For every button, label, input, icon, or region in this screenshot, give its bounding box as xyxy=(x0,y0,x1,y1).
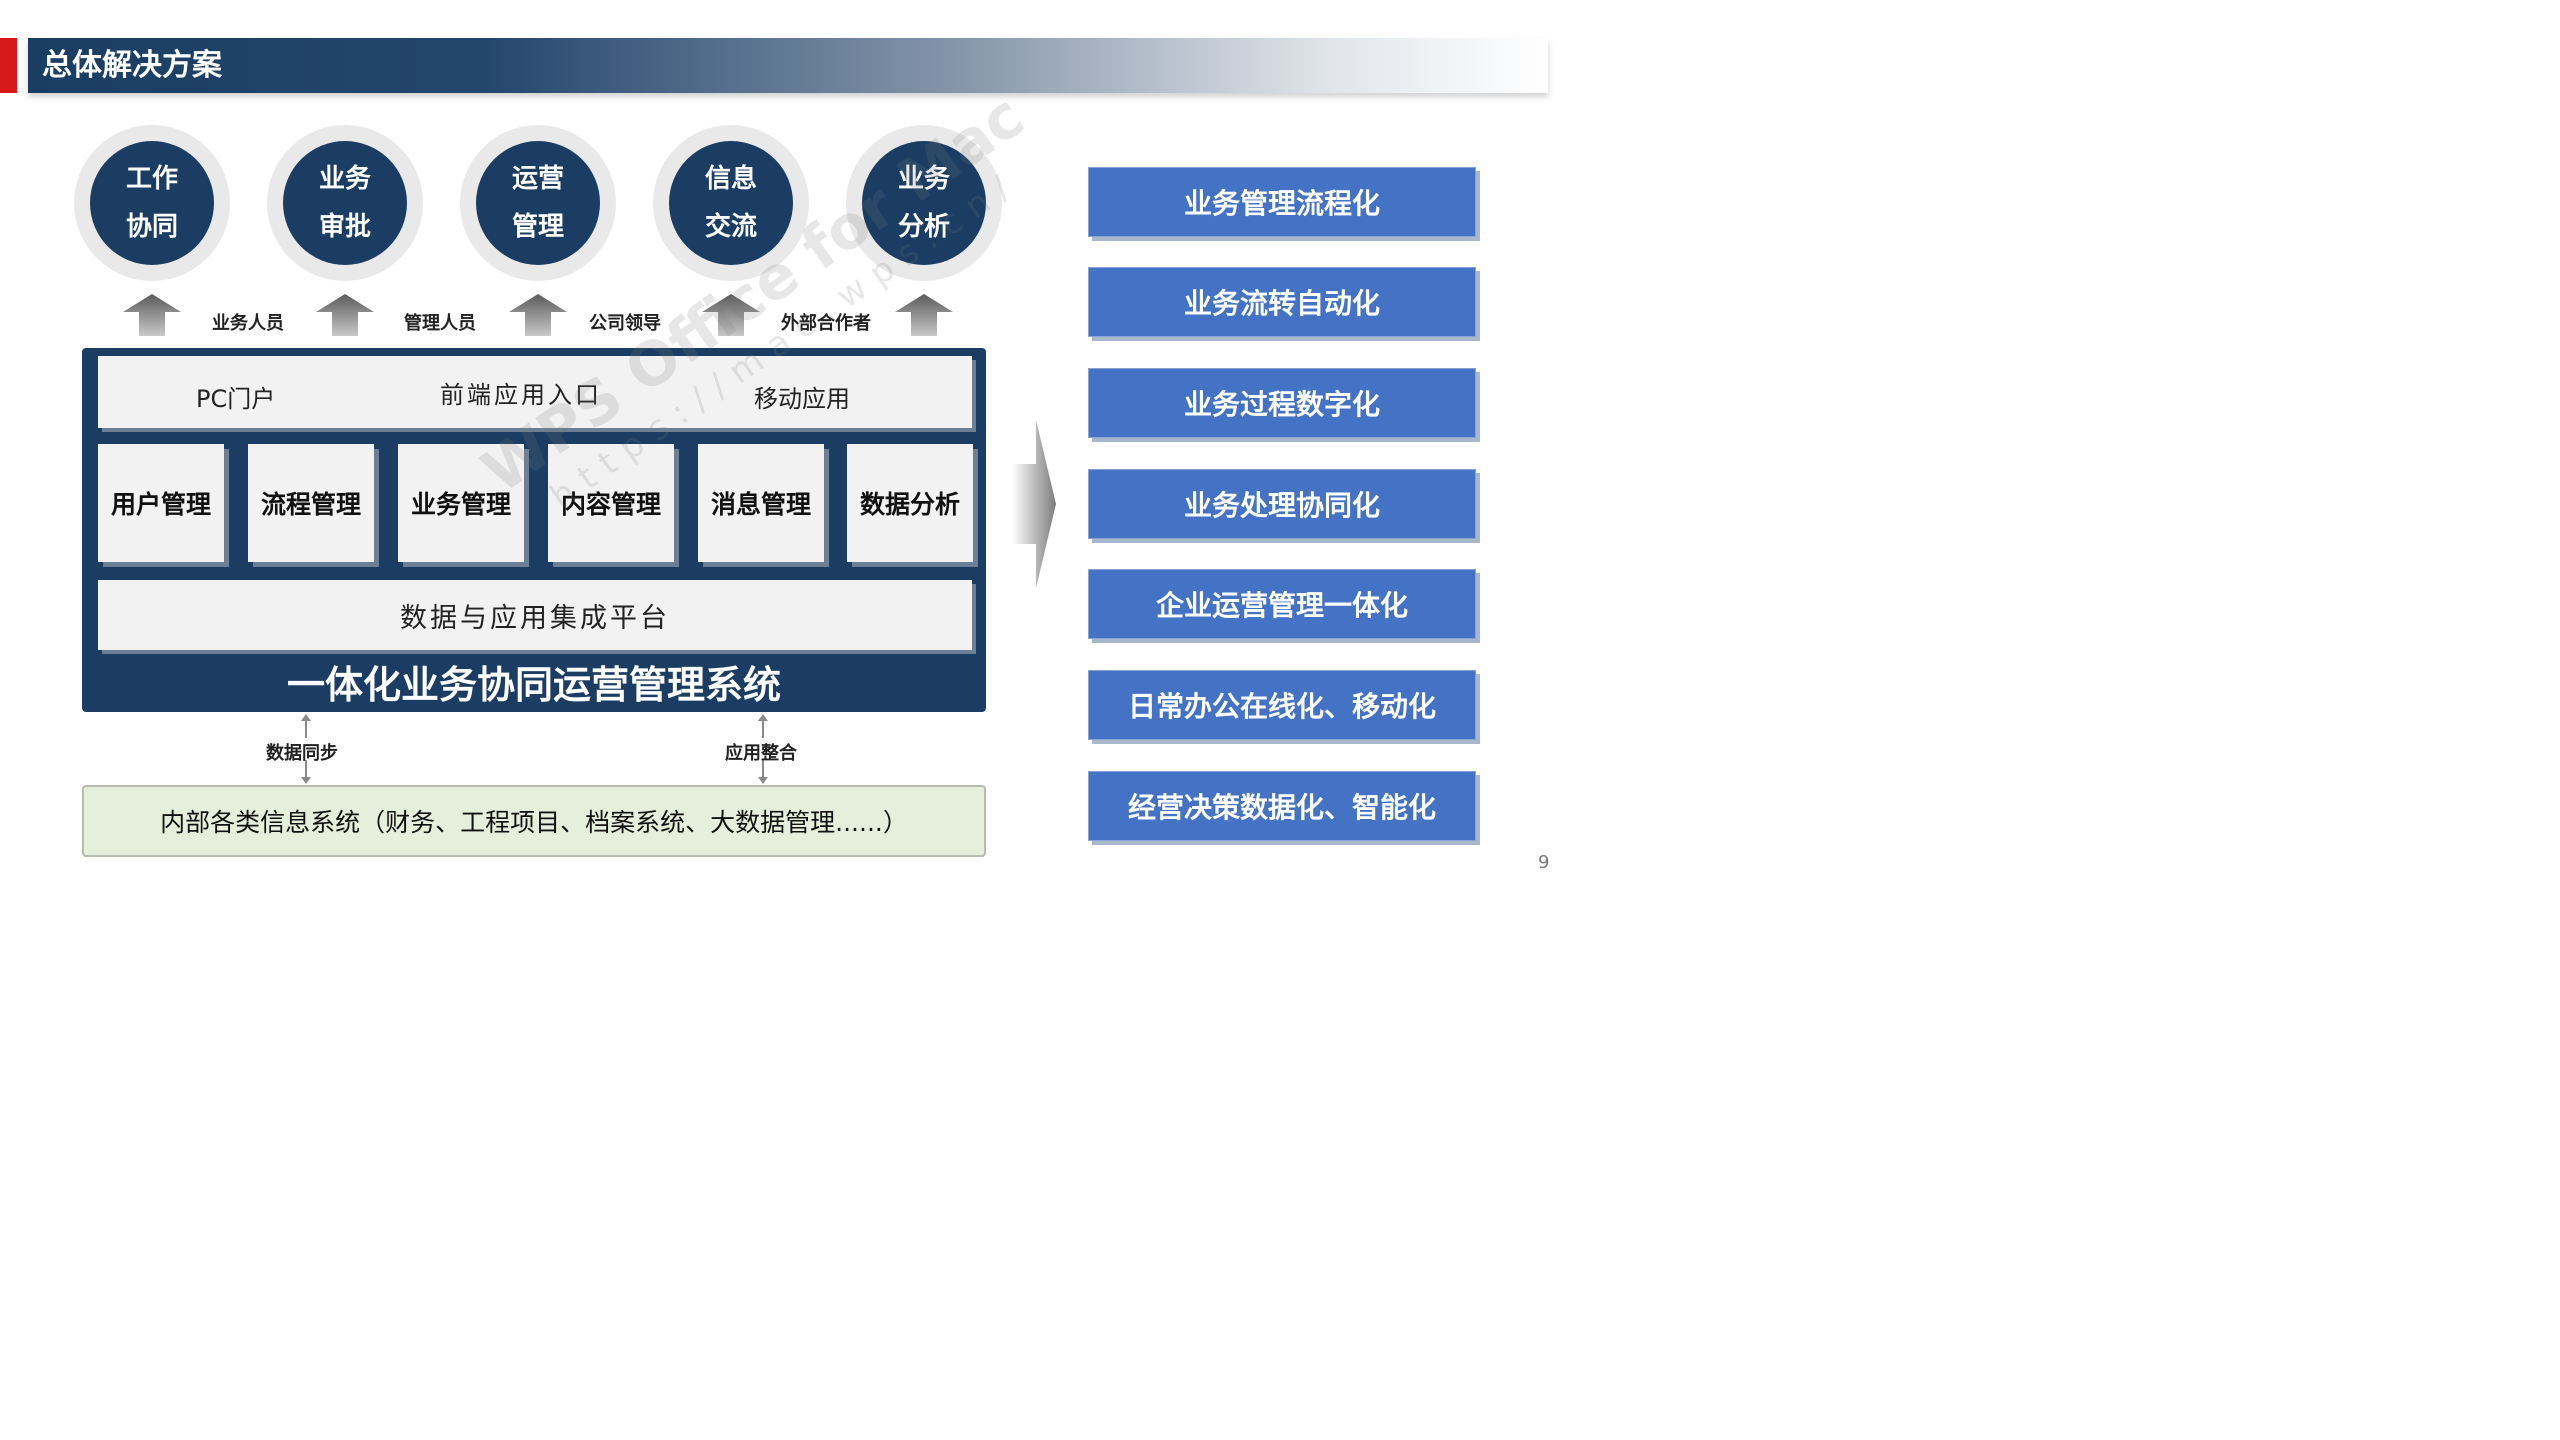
title-bar xyxy=(28,38,1548,93)
up-arrow-icon xyxy=(895,294,953,336)
bidirectional-arrow-icon xyxy=(301,714,311,784)
internal-systems-bar: 内部各类信息系统（财务、工程项目、档案系统、大数据管理......） xyxy=(82,785,986,857)
circle-work-collaboration: 工作协同 xyxy=(74,125,230,281)
circle-label-line2: 分析 xyxy=(897,212,950,242)
circle-label-line1: 信息 xyxy=(704,164,757,194)
role-label-company-leaders: 公司领导 xyxy=(589,313,661,334)
benefit-item: 业务流转自动化 xyxy=(1088,267,1476,337)
benefit-item: 业务处理协同化 xyxy=(1088,469,1476,539)
data-sync-label: 数据同步 xyxy=(266,743,338,764)
up-arrow-icon xyxy=(509,294,567,336)
circle-label-line2: 审批 xyxy=(318,212,371,242)
circle-label-line1: 工作 xyxy=(125,164,178,194)
module-message-management: 消息管理 xyxy=(698,444,824,562)
mobile-app-label: 移动应用 xyxy=(754,385,850,413)
module-business-management: 业务管理 xyxy=(398,444,524,562)
circle-label-line2: 交流 xyxy=(704,212,757,242)
app-integration-label: 应用整合 xyxy=(725,743,797,764)
circle-label-line1: 业务 xyxy=(897,164,950,194)
circle-label-line1: 业务 xyxy=(318,164,371,194)
frontend-entry-label: 前端应用入口 xyxy=(440,381,602,409)
frontend-entry-bar xyxy=(98,356,972,428)
circle-label-line2: 管理 xyxy=(511,212,564,242)
title-accent-bar xyxy=(0,38,17,93)
up-arrow-icon xyxy=(123,294,181,336)
integration-platform-bar: 数据与应用集成平台 xyxy=(98,580,972,650)
bidirectional-arrow-icon xyxy=(758,714,768,784)
module-data-analysis: 数据分析 xyxy=(847,444,973,562)
benefit-item: 业务管理流程化 xyxy=(1088,167,1476,237)
pc-portal-label: PC门户 xyxy=(196,385,276,413)
module-user-management: 用户管理 xyxy=(98,444,224,562)
benefit-item: 企业运营管理一体化 xyxy=(1088,569,1476,639)
right-arrow-icon xyxy=(1012,420,1056,588)
system-title: 一体化业务协同运营管理系统 xyxy=(286,663,781,707)
circle-label-line2: 协同 xyxy=(125,212,178,242)
benefit-item: 经营决策数据化、智能化 xyxy=(1088,771,1476,841)
circle-information-exchange: 信息交流 xyxy=(653,125,809,281)
up-arrow-icon xyxy=(702,294,760,336)
up-arrow-icon xyxy=(316,294,374,336)
page-title: 总体解决方案 xyxy=(42,48,222,83)
role-label-managers: 管理人员 xyxy=(404,313,476,334)
benefit-item: 日常办公在线化、移动化 xyxy=(1088,670,1476,740)
circle-label-line1: 运营 xyxy=(511,164,564,194)
benefit-item: 业务过程数字化 xyxy=(1088,368,1476,438)
role-label-business-staff: 业务人员 xyxy=(212,313,284,334)
circle-business-analysis: 业务分析 xyxy=(846,125,1002,281)
role-label-external-partners: 外部合作者 xyxy=(781,313,871,334)
circle-business-approval: 业务审批 xyxy=(267,125,423,281)
page-number: 9 xyxy=(1538,852,1550,873)
module-content-management: 内容管理 xyxy=(548,444,674,562)
module-workflow-management: 流程管理 xyxy=(248,444,374,562)
circle-operations-management: 运营管理 xyxy=(460,125,616,281)
